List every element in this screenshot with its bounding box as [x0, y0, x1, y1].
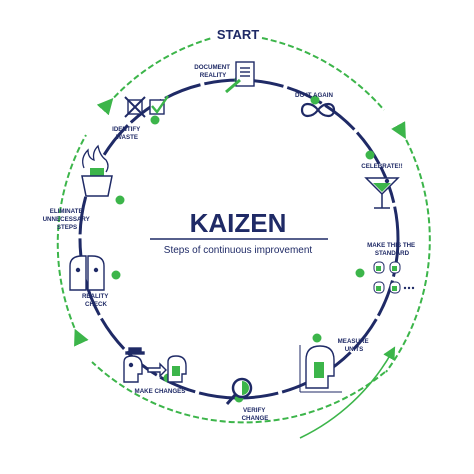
label-make-standard: MAKE THIS THE STANDARD — [367, 242, 417, 257]
outer-arc-top — [96, 37, 213, 116]
measure-head-icon — [299, 345, 342, 393]
ring-dot-do-it-again — [310, 95, 320, 105]
outer-arc-top-right — [261, 37, 385, 111]
standard-heads-icon — [373, 261, 415, 294]
label-verify-change: VERIFY CHANGE — [242, 407, 269, 422]
label-eliminate-steps: ELIMINATE UNNECESSARY STEPS — [43, 208, 92, 231]
label-do-it-again: DO IT AGAIN — [295, 92, 333, 99]
document-icon — [225, 61, 255, 94]
fire-bin-icon — [81, 144, 113, 197]
label-document-reality: DOCUMENT REALITY — [194, 64, 231, 79]
label-make-changes: MAKE CHANGES — [135, 388, 186, 395]
outer-ring — [56, 37, 431, 424]
outer-arc-left — [56, 134, 89, 347]
ring-dot-eliminate — [115, 195, 125, 205]
ring-dot-standard — [355, 268, 365, 278]
start-label: START — [217, 27, 259, 42]
outer-arc-right — [385, 121, 431, 373]
ring-dots — [111, 75, 375, 403]
label-reality-check: REALITY CHECK — [82, 293, 110, 308]
ring-dot-celebrate — [365, 150, 375, 160]
magnifier-icon — [225, 377, 253, 405]
make-changes-icon — [123, 347, 187, 383]
label-identify-waste: IDENTIFY WASTE — [112, 126, 142, 141]
diagram-subtitle: Steps of continuous improvement — [164, 245, 313, 256]
ring-dot-measure — [312, 333, 322, 343]
diagram-title: KAIZEN — [190, 208, 287, 238]
ring-dot-waste — [150, 115, 160, 125]
label-celebrate: CELEBRATE!! — [361, 163, 402, 170]
outer-arc-bottom — [91, 361, 386, 424]
reality-check-icon — [69, 255, 105, 291]
label-measure-units: MEASURE UNITS — [338, 338, 371, 353]
ring-dot-reality — [111, 270, 121, 280]
identify-waste-icon — [124, 95, 169, 118]
martini-glass-icon — [364, 177, 400, 209]
arrow-bottom-right — [299, 346, 396, 439]
infinity-icon — [300, 102, 336, 118]
